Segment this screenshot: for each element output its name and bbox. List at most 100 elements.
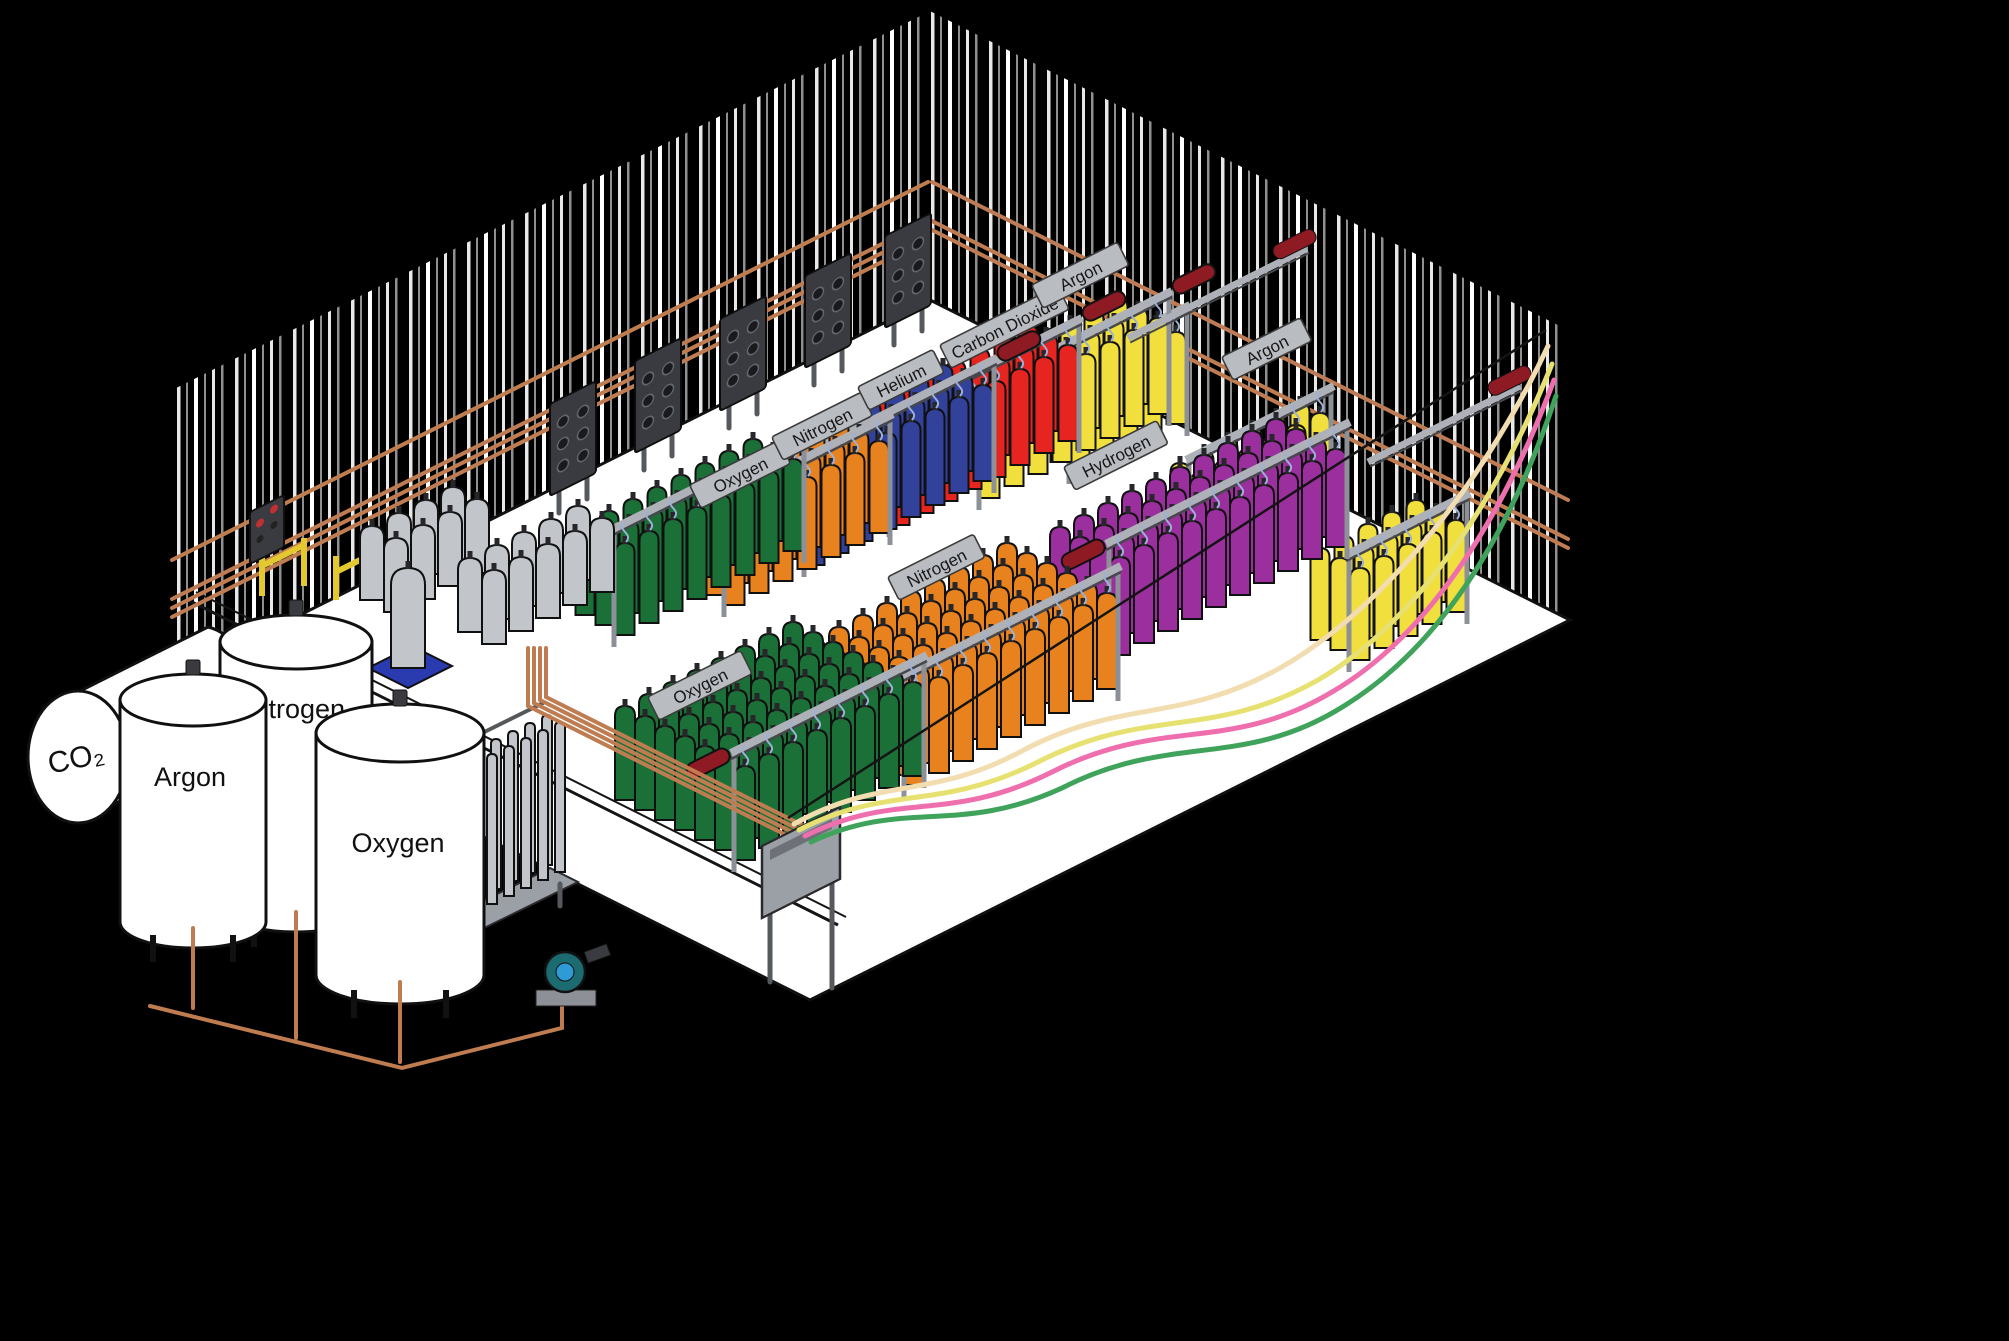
gas-cylinder [662,517,684,612]
pump-impeller-icon [555,962,575,982]
pigtail-hose [1356,547,1364,568]
cylinder-valve-icon [886,687,892,695]
valve-control-panel [249,495,285,564]
cylinder-valve-icon [742,759,748,767]
gas-cylinder [976,651,998,750]
pigtail-hose [875,420,883,441]
cylinder-valve-icon [758,671,764,679]
cylinder-valve-icon [622,536,628,544]
cylinder-valve-icon [1337,551,1343,559]
manifold-panel [884,213,932,328]
cylinder-valve-icon [1141,538,1147,546]
cylinder-valve-icon [904,606,910,614]
cylinder-valve-icon [790,735,796,743]
pigtail-hose [827,444,835,465]
gas-cylinder [1009,367,1031,466]
manifold-port-icon [811,308,825,323]
gas-cylinder [457,556,483,633]
pigtail-hose [1031,608,1039,629]
tank-valve-icon [185,659,201,676]
cylinder-valve-icon [1040,578,1046,586]
cylinder-valve-icon [856,630,862,638]
manifold-port-icon [641,415,655,430]
cylinder-valve-icon [726,444,732,452]
manifold-port-icon [556,414,570,429]
cylinder-valve-icon [1285,466,1291,474]
gas-cylinder [589,516,615,593]
cylinder-valve-icon [1225,436,1231,444]
cylinder-valve-icon [1269,434,1275,442]
cylinder-valve-icon [944,626,950,634]
cylinder-valve-icon [646,687,652,695]
cylinder-valve-icon [790,615,796,623]
manifold-panel [634,338,682,453]
cylinder-valve-icon [447,505,453,513]
pigtail-hose [765,733,773,754]
cylinder-valve-icon [1008,634,1014,642]
cylinder-valve-icon [646,524,652,532]
pigtail-hose [1064,324,1072,345]
gas-cylinder [1000,639,1022,738]
manifold-port-icon [891,290,905,305]
manifold-port-icon [661,405,675,420]
bulk-tanks: CO₂ Nitrogen Argon Oxygen [26,599,612,1071]
cylinder-valve-icon [814,723,820,731]
cylinder-valve-icon [1261,478,1267,486]
cylinder-valve-icon [1064,566,1070,574]
tank-valve-icon [392,689,408,707]
cylinder-valve-icon [702,739,708,747]
manifold-header-icon [1081,290,1127,322]
gas-cylinder [758,752,780,849]
cylinder-valve-icon [826,657,832,665]
pigtail-hose [1332,428,1340,449]
cylinder-valve-icon [1131,323,1137,331]
cylinder-valve-icon [798,691,804,699]
pigtail-hose [959,644,967,665]
cylinder-valve-icon [1000,558,1006,566]
cylinder-valve-icon [766,747,772,755]
pigtail-hose [983,632,991,653]
cylinder-valve-icon [900,628,906,636]
pigtail-hose [931,388,939,409]
pigtail-hose [1106,321,1114,342]
cylinder-valve-icon [599,511,605,519]
gas-cylinder [972,383,994,482]
gas-cylinder [830,716,852,813]
gas-cylinder [948,395,970,494]
tank-label-oxygen: Oxygen [351,828,444,858]
cylinder-valve-icon [880,618,886,626]
hose-pink [802,377,1557,839]
pigtail-hose [1154,297,1162,318]
cylinder-valve-icon [1173,482,1179,490]
gas-cylinder [820,463,842,558]
cylinder-valve-icon [702,456,708,464]
cylinder-valve-icon [450,480,456,488]
valve-pipe [260,542,306,569]
gas-cylinder [486,752,498,905]
pigtail-hose [907,400,915,421]
cylinder-valve-icon [830,635,836,643]
manifold-port-icon [576,448,590,463]
pigtail-hose [1316,392,1324,413]
pigtail-hose [935,656,943,677]
cylinder-valve-icon [810,625,816,633]
gas-cylinder [854,704,876,801]
cylinder-valve-icon [956,390,962,398]
cylinder-valve-icon [1056,610,1062,618]
gas-cylinder [782,457,804,552]
cylinder-valve-icon [474,492,480,500]
manifold-port-icon [641,371,655,386]
cylinder-valve-icon [369,519,375,527]
pigtail-hose [1082,333,1090,354]
manifold-port-icon [726,373,740,388]
hose-yellow [796,361,1555,833]
manifold-port-icon [556,458,570,473]
cylinder-valve-icon [1213,502,1219,510]
cylinder-valve-icon [1149,494,1155,502]
indicator-light-icon [256,518,264,528]
cylinder-valve-icon [1177,460,1183,468]
cylinder-valve-icon [670,512,676,520]
cylinder-valve-icon [393,531,399,539]
pigtail-hose [1284,452,1292,473]
